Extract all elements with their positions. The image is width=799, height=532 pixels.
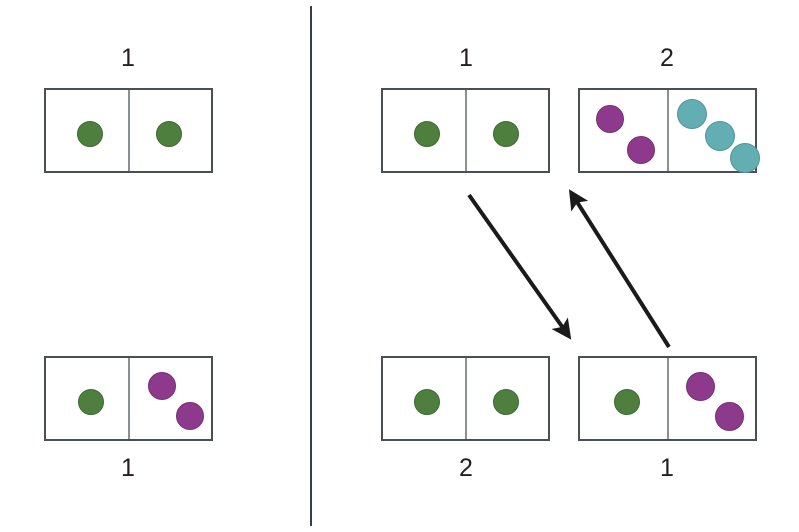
tile-right-bottom-right[interactable] (578, 356, 757, 441)
dot-purple (627, 136, 655, 164)
tile-right-bottom-left[interactable] (381, 356, 550, 441)
arrow-down-right (467, 193, 572, 340)
tile-left-bottom-label: 1 (121, 454, 135, 482)
dot-green (78, 389, 104, 415)
tile-right-bottom-right-right-cell[interactable] (668, 358, 756, 439)
tile-left-top-label: 1 (121, 44, 135, 72)
tile-right-top-right[interactable] (578, 88, 760, 173)
tile-left-top-right-cell[interactable] (129, 90, 212, 171)
tile-right-bottom-right-label: 1 (660, 454, 674, 482)
dot-green (614, 389, 640, 415)
tile-right-bottom-left-right-cell[interactable] (466, 358, 549, 439)
panel-divider (310, 6, 312, 526)
tile-left-top[interactable] (44, 88, 213, 173)
dot-green (414, 389, 440, 415)
tile-right-top-left[interactable] (381, 88, 550, 173)
dot-purple (175, 402, 204, 430)
tile-divider (464, 90, 467, 171)
dot-purple (596, 105, 624, 133)
tile-right-top-left-left-cell[interactable] (383, 90, 466, 171)
tile-divider (127, 358, 130, 439)
tile-right-top-left-right-cell[interactable] (466, 90, 549, 171)
tile-right-bottom-left-left-cell[interactable] (383, 358, 466, 439)
dot-green (155, 121, 182, 147)
tile-divider (127, 90, 130, 171)
tile-left-bottom[interactable] (44, 356, 213, 441)
tile-divider (666, 358, 669, 439)
tile-divider (464, 358, 467, 439)
tile-right-top-right-right-cell[interactable] (668, 90, 760, 173)
dot-purple (147, 372, 176, 400)
tile-right-top-right-label: 2 (660, 44, 674, 72)
dot-green (414, 121, 440, 147)
dot-purple (715, 401, 744, 431)
dot-cyan (704, 121, 735, 151)
tile-right-bottom-right-left-cell[interactable] (580, 358, 668, 439)
dot-cyan (729, 143, 760, 173)
dot-cyan (676, 99, 707, 129)
dot-green (492, 389, 519, 415)
arrow-up-left (569, 189, 671, 349)
tile-right-top-right-left-cell[interactable] (580, 90, 668, 171)
tile-right-bottom-left-label: 2 (459, 454, 473, 482)
dot-green (492, 121, 519, 147)
tile-left-bottom-right-cell[interactable] (129, 358, 212, 439)
dot-purple (686, 371, 715, 401)
tile-left-bottom-left-cell[interactable] (46, 358, 129, 439)
tile-left-top-left-cell[interactable] (46, 90, 129, 171)
dot-green (77, 121, 103, 147)
tile-divider (666, 90, 669, 171)
tile-right-top-left-label: 1 (459, 44, 473, 72)
